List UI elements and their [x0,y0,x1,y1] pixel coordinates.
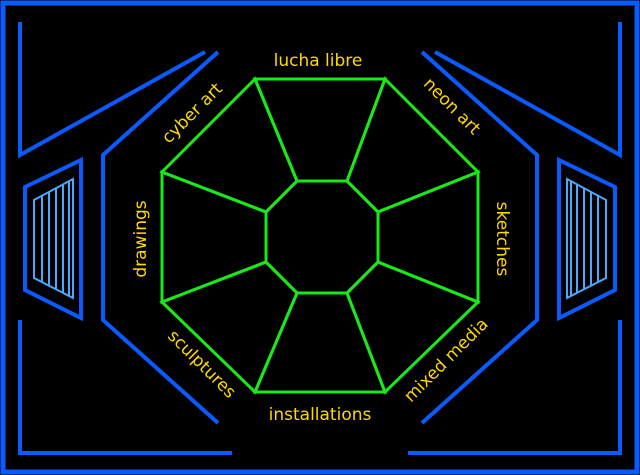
right-grill-icon [566,177,607,300]
left-inner-bracket [101,50,220,425]
right-lower-wing [408,320,622,455]
nav-sketches[interactable]: sketches [492,202,512,277]
left-grill-icon [33,177,74,300]
right-grill-panel [557,156,617,322]
right-frame-decor [408,22,622,455]
center-octagon[interactable] [264,179,380,295]
right-inner-bracket [420,50,539,425]
nav-drawings[interactable]: drawings [131,200,151,277]
right-upper-wing [434,22,622,159]
left-lower-wing [18,320,232,455]
left-upper-wing [18,22,206,159]
nav-installations[interactable]: installations [269,405,372,425]
left-frame-decor [18,22,232,455]
nav-lucha-libre[interactable]: lucha libre [274,51,363,71]
left-grill-panel [23,156,83,322]
